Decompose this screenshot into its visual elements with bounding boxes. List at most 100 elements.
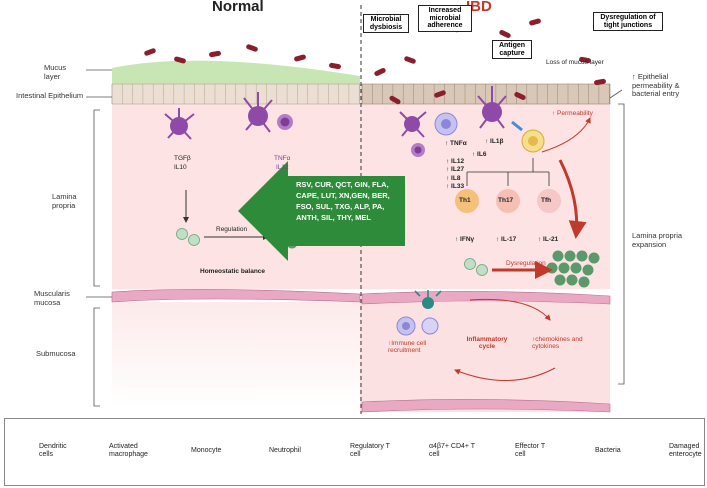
th-branch-lines <box>466 158 550 186</box>
bacteria-icon <box>246 44 258 52</box>
macrophage-ibd <box>434 112 458 136</box>
cytokine-il6: ↑ IL6 <box>472 151 487 158</box>
label-muscularis-mucosa: Muscularis mucosa <box>34 289 70 307</box>
tfh-label: Tfh <box>541 197 552 204</box>
homeostatic-balance-label: Homeostatic balance <box>200 268 266 275</box>
compound-line-3: FSO, SUL, TXG, ALP, PA, <box>296 201 385 211</box>
bacteria-icon <box>499 30 511 38</box>
regulatory-t-cells-ibd <box>464 258 488 276</box>
legend-damaged-label: Damaged enterocyte <box>669 443 702 459</box>
il17-label: ↑ IL-17 <box>496 236 517 243</box>
monocyte-normal <box>277 114 293 130</box>
label-epithelial-permeability: ↑ Epithelial permeability & bacterial en… <box>632 72 680 99</box>
legend-bacteria-label: Bacteria <box>595 447 621 454</box>
legend-macrophage-label: Activated macrophage <box>109 443 148 459</box>
left-brackets <box>86 69 112 407</box>
bacteria-icon <box>294 54 306 62</box>
bacteria-icon <box>144 48 156 56</box>
cytokine-il1b: ↑ IL1β <box>485 138 504 145</box>
effector-t-cell <box>558 262 570 274</box>
legend-dendritic-label: Dendritic cells <box>39 443 67 459</box>
legend-box: Dendritic cells Activated macrophage Mon… <box>4 418 705 486</box>
label-submucosa: Submucosa <box>36 349 76 358</box>
box-microbial-adherence: Increased microbial adherence <box>418 5 472 33</box>
arrow-cycle-top <box>469 298 551 321</box>
bacteria-icon <box>209 50 221 58</box>
effector-t-cell <box>578 276 590 288</box>
effector-t-cell <box>576 250 588 262</box>
chemokines-label: ↑chemokines and cytokines <box>532 336 583 351</box>
th17-cell <box>496 189 520 213</box>
cytokine-il8: ↑ IL8 <box>446 174 461 182</box>
label-intestinal-epithelium: Intestinal Epithelium <box>16 91 84 100</box>
dendritic-cell-normal-1 <box>164 108 195 140</box>
arrow-permeability <box>541 117 591 153</box>
title-ibd: IBD <box>466 0 492 15</box>
compound-list: RSV, CUR, QCT, GIN, FLA, CAPE, LUT, XN,G… <box>296 180 390 224</box>
cytokine-il10: IL10 <box>174 164 187 171</box>
effector-t-cell <box>570 262 582 274</box>
legend-effector-label: Effector T cell <box>515 443 545 459</box>
bacteria-icon <box>594 78 606 86</box>
legend-monocyte-label: Monocyte <box>191 447 222 454</box>
bacteria-icon <box>389 95 401 105</box>
dendritic-cell-ibd-1 <box>399 111 427 138</box>
submucosa-normal-region <box>112 302 360 407</box>
title-normal: Normal <box>212 0 264 15</box>
epithelium-normal <box>111 83 361 105</box>
macrophage-recruit <box>396 316 416 336</box>
th1-cell <box>455 189 479 213</box>
bacteria-icon <box>514 92 526 100</box>
effector-t-cells-ibd <box>546 250 600 288</box>
box-microbial-dysbiosis: Microbial dysbiosis <box>363 14 409 34</box>
effector-t-cell <box>588 252 600 264</box>
right-brackets <box>609 89 625 385</box>
bacteria-icon <box>404 56 416 64</box>
cytokine-il33: ↑ IL33 <box>446 183 465 191</box>
dysregulation-label: Dysregulation <box>506 260 546 267</box>
regulation-label: Regulation <box>216 226 248 233</box>
bacteria-icon <box>374 68 386 76</box>
submucosa-ibd-region <box>360 302 610 412</box>
cytokine-il12-ibd: ↑ IL12 <box>446 158 465 165</box>
cytokine-tgfb: TGFβ <box>174 155 191 162</box>
effector-t-cell <box>566 274 578 286</box>
bacteria-icon <box>434 90 446 98</box>
immune-recruitment-label: ↑Immune cell recruitment <box>388 340 427 355</box>
monocyte-ibd <box>411 143 425 157</box>
compound-line-4: ANTH, SIL, THY, MEL <box>296 212 371 222</box>
permeability-label: ↑ Permeability <box>552 110 593 117</box>
bacteria-icon <box>329 62 341 70</box>
neutrophil-recruit <box>421 317 439 335</box>
dendritic-cell-ibd-2 <box>477 86 507 129</box>
dendritic-cell-normal-2 <box>243 92 273 133</box>
effector-t-cell <box>552 250 564 262</box>
legend-neutrophil-label: Neutrophil <box>269 447 301 454</box>
mucus-layer <box>112 60 360 84</box>
regulatory-t-cells-normal <box>176 228 200 246</box>
effector-t-cell <box>564 250 576 262</box>
arrow-cycle-bottom <box>454 367 556 381</box>
bacteria-icon <box>579 56 591 64</box>
ifng-label: ↑ IFNγ <box>455 236 475 243</box>
loss-mucus-label: Loss of mucus layer <box>546 59 604 66</box>
cytokine-tnfa-ibd: ↑ TNFα <box>445 140 467 147</box>
a4b7-cell-recruit <box>414 290 442 309</box>
bacteria-icon <box>529 18 541 26</box>
legend-regulatory-label: Regulatory T cell <box>350 443 390 459</box>
antibody-ibd <box>511 120 523 132</box>
cytokine-il12-normal: IL12 <box>276 164 289 171</box>
box-antigen-capture: Antigen capture <box>492 40 532 60</box>
label-lamina-propria-expansion: Lamina propria expansion <box>632 231 683 249</box>
inflammatory-cycle-label: Inflammatory cycle <box>466 336 508 351</box>
effector-t-cell <box>554 274 566 286</box>
neutrophil-ibd <box>521 129 545 153</box>
th17-label: Th17 <box>498 197 514 204</box>
compound-line-1: RSV, CUR, QCT, GIN, FLA, <box>296 180 389 189</box>
cytokine-il27: ↑ IL27 <box>446 166 465 174</box>
tfh-cell <box>537 189 561 213</box>
green-arrow <box>238 161 405 261</box>
box-tight-junctions: Dysregulation of tight junctions <box>593 12 663 32</box>
